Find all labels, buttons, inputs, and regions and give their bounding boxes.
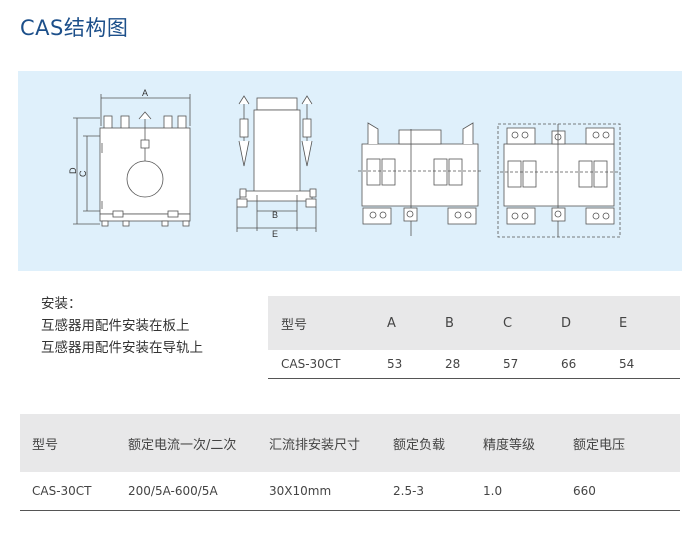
spec-cell-rated-load: 2.5-3: [393, 472, 483, 511]
spec-header-model: 型号: [20, 414, 128, 472]
structure-diagrams: A D C B E: [68, 88, 621, 239]
installation-notes: 安装： 互感器用配件安装在板上 互感器用配件安装在导轨上: [41, 293, 203, 359]
dim-header-e: E: [619, 296, 680, 350]
board-mount-drawing: [358, 122, 482, 236]
spec-header-rated-current: 额定电流一次/二次: [128, 414, 269, 472]
table-row: CAS-30CT 53 28 57 66 54: [268, 350, 680, 379]
spec-header-rated-voltage: 额定电压: [573, 414, 680, 472]
dim-label-c: C: [78, 170, 88, 177]
spec-header-rated-load: 额定负载: [393, 414, 483, 472]
dim-header-model: 型号: [268, 296, 387, 350]
rail-mount-drawing: [497, 123, 621, 238]
spec-cell-rated-current: 200/5A-600/5A: [128, 472, 269, 511]
installation-line-rail: 互感器用配件安装在导轨上: [41, 340, 203, 356]
dim-label-e: E: [272, 229, 278, 239]
dimension-table-header: 型号 A B C D E: [268, 296, 680, 350]
installation-heading: 安装：: [41, 296, 82, 312]
spec-header-busbar-size: 汇流排安装尺寸: [269, 414, 393, 472]
spec-cell-rated-voltage: 660: [573, 472, 680, 511]
spec-cell-accuracy: 1.0: [483, 472, 573, 511]
spec-header-accuracy: 精度等级: [483, 414, 573, 472]
dim-header-d: D: [561, 296, 619, 350]
dim-cell-c: 57: [503, 350, 561, 379]
front-view-drawing: [73, 94, 191, 227]
dim-label-a: A: [142, 88, 148, 98]
dimension-table: 型号 A B C D E CAS-30CT 53 28 57 66 54: [268, 296, 680, 379]
structure-diagram-panel: A D C B E: [18, 71, 682, 271]
installation-line-board: 互感器用配件安装在板上: [41, 318, 190, 334]
dim-cell-e: 54: [619, 350, 680, 379]
dim-cell-a: 53: [387, 350, 445, 379]
dim-header-b: B: [445, 296, 503, 350]
dim-cell-b: 28: [445, 350, 503, 379]
dim-header-a: A: [387, 296, 445, 350]
spec-table-header: 型号 额定电流一次/二次 汇流排安装尺寸 额定负载 精度等级 额定电压: [20, 414, 680, 472]
side-view-drawing: [236, 95, 317, 232]
spec-table: 型号 额定电流一次/二次 汇流排安装尺寸 额定负载 精度等级 额定电压 CAS-…: [20, 414, 680, 511]
dim-label-d: D: [68, 167, 78, 174]
spec-cell-busbar-size: 30X10mm: [269, 472, 393, 511]
dim-cell-d: 66: [561, 350, 619, 379]
spec-cell-model: CAS-30CT: [20, 472, 128, 511]
dim-cell-model: CAS-30CT: [268, 350, 387, 379]
dim-header-c: C: [503, 296, 561, 350]
page-title: CAS结构图: [20, 16, 129, 40]
table-row: CAS-30CT 200/5A-600/5A 30X10mm 2.5-3 1.0…: [20, 472, 680, 511]
dim-label-b: B: [272, 210, 278, 220]
